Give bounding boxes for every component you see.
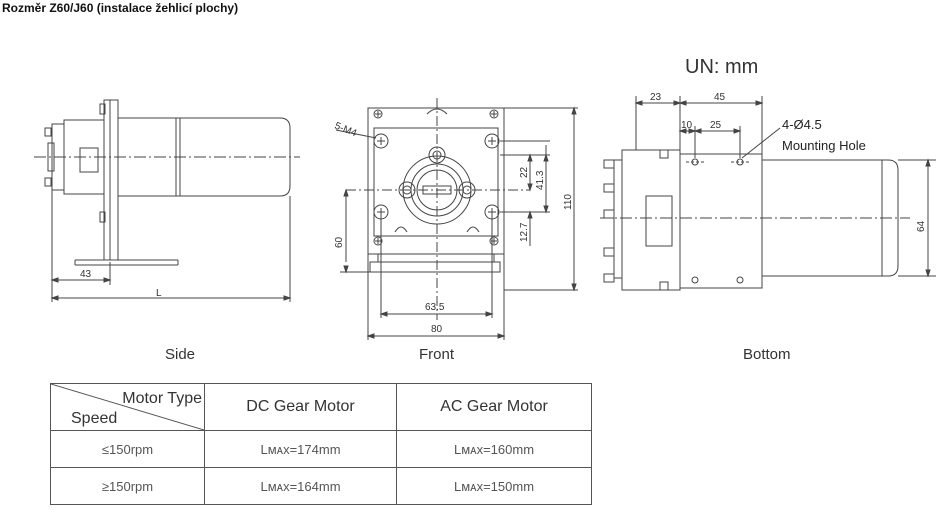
mounting-hole-label: Mounting Hole	[782, 138, 866, 153]
front-dim-63-5: 63.5	[425, 302, 445, 313]
front-view-label: Front	[419, 346, 455, 363]
row-speed: ≥150rpm	[50, 467, 205, 505]
table-row: ≤150rpm Lмᴀx=174mm Lмᴀx=160mm	[50, 430, 592, 468]
page-title: Rozměr Z60/J60 (instalace žehlicí plochy…	[2, 1, 239, 15]
column-header-dc: DC Gear Motor	[204, 383, 397, 431]
row-ac-value: Lмᴀx=150mm	[396, 467, 592, 505]
table-corner-cell: Motor Type Speed	[50, 383, 205, 431]
front-view	[335, 98, 578, 340]
corner-diagonal	[51, 384, 204, 430]
hole-spec-label: 4-Ø4.5	[782, 117, 822, 132]
bottom-view-label: Bottom	[743, 346, 791, 363]
side-view	[34, 99, 300, 302]
row-speed: ≤150rpm	[50, 430, 205, 468]
table-header-row: Motor Type Speed DC Gear Motor AC Gear M…	[50, 383, 592, 431]
front-dim-110: 110	[563, 194, 574, 210]
front-dim-12-7: 12.7	[519, 222, 530, 242]
bottom-dim-45: 45	[714, 92, 726, 103]
side-view-label: Side	[165, 346, 195, 363]
bottom-dim-23: 23	[650, 92, 662, 103]
side-dim-length: L	[156, 288, 162, 299]
front-dim-80: 80	[431, 324, 443, 335]
front-dim-22: 22	[519, 166, 530, 178]
row-dc-value: Lмᴀx=164mm	[204, 467, 397, 505]
row-ac-value: Lмᴀx=160mm	[396, 430, 592, 468]
units-label: UN: mm	[685, 56, 758, 78]
bottom-dim-10: 10	[681, 120, 693, 131]
front-dim-60: 60	[334, 236, 345, 248]
table-row: ≥150rpm Lмᴀx=164mm Lмᴀx=150mm	[50, 467, 592, 505]
corner-speed: Speed	[71, 410, 118, 427]
bottom-dim-25: 25	[710, 120, 722, 131]
row-dc-value: Lмᴀx=174mm	[204, 430, 397, 468]
spec-table: Motor Type Speed DC Gear Motor AC Gear M…	[50, 383, 592, 505]
side-dim-43: 43	[80, 269, 92, 280]
front-dim-41-3: 41.3	[535, 170, 546, 190]
column-header-ac: AC Gear Motor	[396, 383, 592, 431]
corner-motor-type: Motor Type	[122, 390, 202, 407]
bottom-dim-64: 64	[916, 220, 927, 232]
front-screw-label: 5-M4	[333, 121, 359, 140]
bottom-view	[600, 96, 936, 291]
